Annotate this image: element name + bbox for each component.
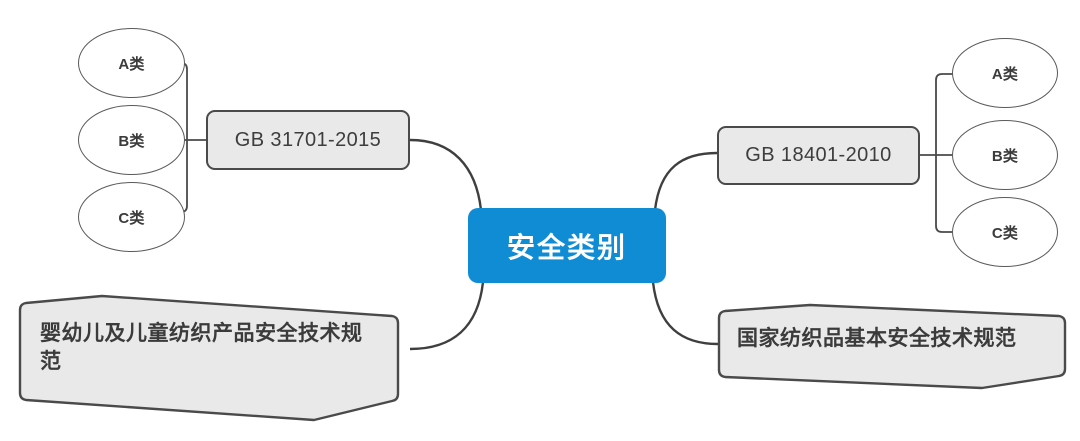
right-category-b-label: B类 <box>991 147 1019 165</box>
right-category-b[interactable]: B类 <box>952 120 1058 190</box>
right-spec-text: 国家纺织品基本安全技术规范 <box>737 325 1053 353</box>
left-category-b[interactable]: B类 <box>78 105 185 175</box>
left-standard-node[interactable]: GB 31701-2015 <box>206 110 410 170</box>
connector-center-to-right-standard <box>653 151 718 211</box>
right-spec-hexagon-shape <box>717 303 1067 390</box>
left-category-a-label: A类 <box>118 55 145 73</box>
right-standard-label: GB 18401-2010 <box>745 144 892 166</box>
right-standard-node[interactable]: GB 18401-2010 <box>717 126 920 185</box>
right-category-c[interactable]: C类 <box>952 197 1058 267</box>
left-standard-label: GB 31701-2015 <box>234 128 382 151</box>
left-spec-node[interactable]: 婴幼儿及儿童纺织产品安全技术规 范 <box>14 294 414 422</box>
left-spec-line1: 婴幼儿及儿童纺织产品安全技术规 <box>40 322 363 345</box>
connector-right-bracket <box>935 73 953 233</box>
connector-center-to-left-spec <box>409 281 485 351</box>
left-spec-text: 婴幼儿及儿童纺织产品安全技术规 范 <box>40 320 388 377</box>
right-category-a-label: A类 <box>991 65 1019 83</box>
connector-center-to-right-spec <box>651 281 719 346</box>
right-category-c-label: C类 <box>991 224 1019 242</box>
connector-left-standard-to-center <box>409 138 483 211</box>
left-spec-hexagon-shape <box>18 294 400 422</box>
right-category-a[interactable]: A类 <box>952 38 1058 108</box>
left-category-c-label: C类 <box>118 209 145 227</box>
center-node-label: 安全类别 <box>506 231 627 263</box>
right-spec-node[interactable]: 国家纺织品基本安全技术规范 <box>714 303 1070 390</box>
left-category-b-label: B类 <box>118 132 145 150</box>
right-spec-line1: 国家纺织品基本安全技术规范 <box>737 327 1017 350</box>
left-spec-line2: 范 <box>40 350 62 374</box>
left-category-a[interactable]: A类 <box>78 28 185 98</box>
left-category-c[interactable]: C类 <box>78 182 185 252</box>
center-node[interactable]: 安全类别 <box>468 208 666 283</box>
